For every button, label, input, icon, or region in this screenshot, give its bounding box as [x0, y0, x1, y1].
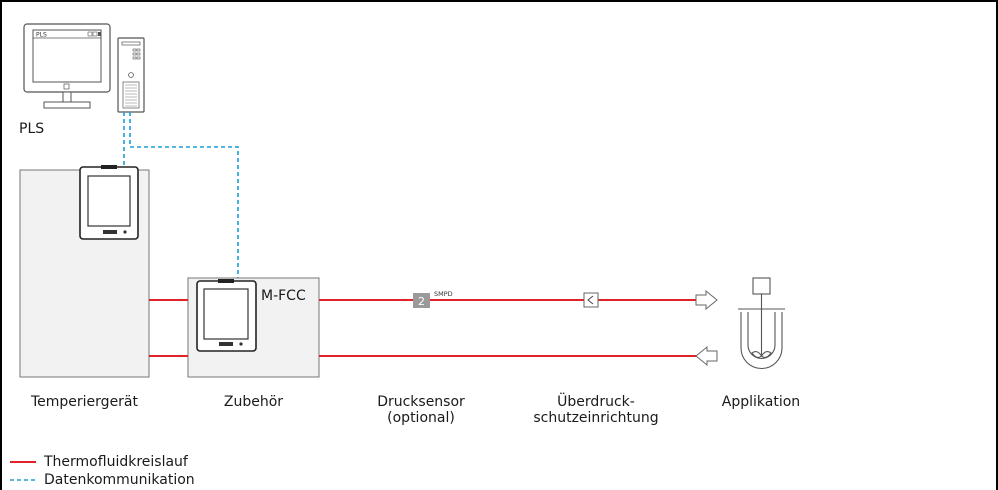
pls-screen-title: PLS	[36, 32, 47, 39]
tower-power-button	[128, 72, 134, 78]
applikation-label: Applikation	[721, 394, 801, 410]
data-lines	[123, 112, 239, 282]
zubehoer-label: Zubehör	[223, 394, 284, 410]
flow-arrow-out	[695, 289, 718, 311]
ueberdruck-label-line1: Überdruck-	[557, 394, 635, 410]
flow-arrow-in	[695, 345, 718, 367]
ueberdruck-label: Überdruck- schutzeinrichtung	[521, 394, 671, 426]
fluid-lines	[149, 299, 700, 357]
mfcc-label: M-FCC	[261, 288, 306, 304]
pls-label: PLS	[19, 121, 45, 137]
pressure-relief-valve	[583, 292, 599, 308]
zubehoer-controller	[196, 279, 257, 352]
drucksensor-label: Drucksensor (optional)	[351, 394, 491, 426]
drucksensor-badge-number: 2	[418, 295, 425, 308]
pls-monitor-stand	[62, 91, 72, 103]
pls-monitor-screen	[32, 29, 102, 83]
screen-window-buttons	[87, 31, 93, 37]
temperiergeraet-label: Temperiergerät	[30, 394, 139, 410]
drucksensor-label-line2: (optional)	[387, 410, 455, 426]
temperiergeraet-controller	[79, 165, 139, 240]
drucksensor-tag: SMPD	[434, 290, 453, 298]
reactor-motor	[752, 277, 771, 295]
pls-monitor-base	[43, 101, 91, 109]
reactor-outer-jacket	[740, 312, 783, 370]
drucksensor-badge	[413, 293, 430, 308]
data-line-to-mfcc	[129, 112, 239, 282]
pls-computer	[23, 23, 145, 113]
tower-vent	[122, 81, 140, 109]
tower-drive-grid	[132, 48, 141, 60]
applikation-reactor	[738, 277, 785, 370]
legend-label-fluid: Thermofluidkreislauf	[44, 454, 188, 470]
reactor-inner-vessel	[747, 312, 776, 360]
drucksensor-label-line1: Drucksensor	[377, 394, 465, 410]
reactor-stirrer	[751, 351, 772, 358]
monitor-power-button	[63, 83, 70, 90]
legend-label-data: Datenkommunikation	[44, 472, 195, 488]
ueberdruck-label-line2: schutzeinrichtung	[533, 410, 659, 426]
